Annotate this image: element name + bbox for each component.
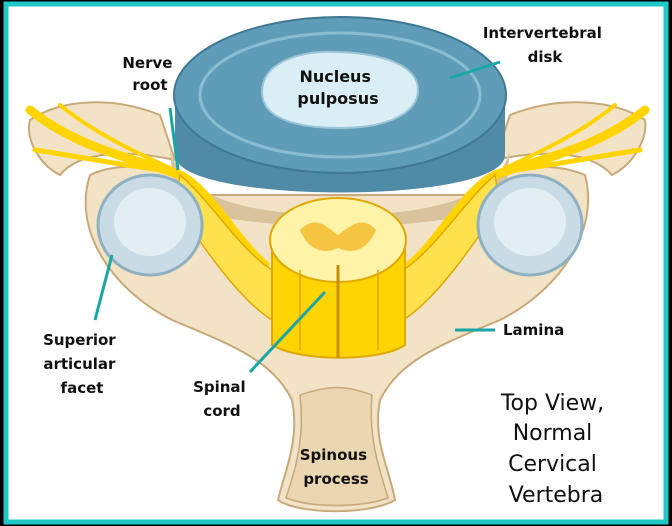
label-lamina: Lamina <box>503 321 564 339</box>
left-articular-facet-inner <box>114 188 186 256</box>
spinal-cord <box>270 198 406 358</box>
right-articular-facet-inner <box>494 188 566 256</box>
